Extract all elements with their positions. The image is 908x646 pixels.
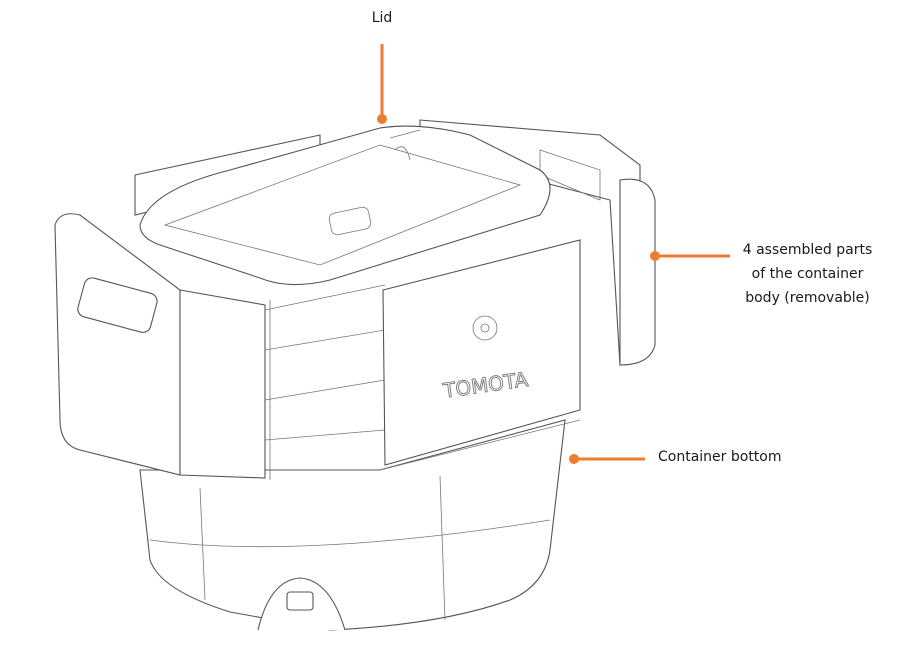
body-label-line-2: of the container — [751, 266, 864, 282]
container-bottom-label: Container bottom — [658, 449, 782, 465]
body-label-line-3: body (removable) — [745, 290, 870, 306]
callout-lid — [377, 44, 387, 124]
body-label-line-1: 4 assembled parts — [742, 242, 873, 258]
body-parts-label: 4 assembled parts of the container body … — [715, 238, 900, 310]
container-body-front: TOMOTA — [379, 239, 581, 471]
lid — [139, 125, 551, 286]
callout-body — [650, 251, 730, 261]
callout-bottom — [569, 454, 645, 464]
lid-label: Lid — [371, 10, 393, 26]
container-body-left — [54, 213, 266, 479]
container-body-middle — [264, 284, 386, 480]
